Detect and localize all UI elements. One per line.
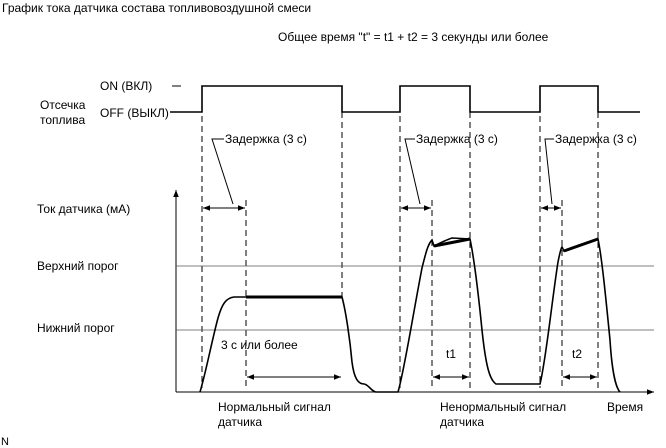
delay-label-3: Задержка (3 с)	[555, 132, 637, 146]
delay-label-2: Задержка (3 с)	[416, 132, 498, 146]
delay-leader-2	[404, 138, 421, 205]
abnormal-signal-line1: Ненормальный сигнал	[440, 400, 566, 414]
on-label: ON (ВКЛ)	[100, 79, 152, 93]
abnormal-signal-line2: датчика	[440, 415, 484, 429]
t2-label: t2	[572, 347, 582, 361]
abnormal-plateau-1	[433, 237, 471, 248]
diagram-title: График тока датчика состава топливовозду…	[2, 1, 311, 15]
total-time-formula: Общее время "t" = t1 + t2 = 3 секунды ил…	[278, 30, 549, 44]
abnormal-plateau-2	[563, 237, 599, 253]
time-label: Время	[607, 400, 643, 414]
delay-leader-1	[211, 138, 234, 205]
fuel-cut-label-line1: Отсечка	[40, 98, 86, 112]
fuel-cut-label-line2: топлива	[40, 113, 85, 127]
fuel-cut-signal	[170, 85, 640, 113]
corner-mark: N	[1, 436, 9, 448]
normal-signal-line1: Нормальный сигнал	[218, 400, 331, 414]
three-sec-label: 3 с или более	[221, 338, 298, 352]
normal-signal-line2: датчика	[218, 415, 262, 429]
sensor-current-curve	[199, 237, 621, 393]
upper-threshold-label: Верхний порог	[37, 259, 119, 273]
delay-leader-3	[544, 138, 554, 205]
lower-threshold-label: Нижний порог	[37, 321, 115, 335]
delay-label-1: Задержка (3 с)	[225, 132, 307, 146]
t1-label: t1	[446, 347, 456, 361]
off-label: OFF (ВЫКЛ)	[100, 106, 169, 120]
sensor-current-label: Ток датчика (мА)	[37, 202, 130, 216]
